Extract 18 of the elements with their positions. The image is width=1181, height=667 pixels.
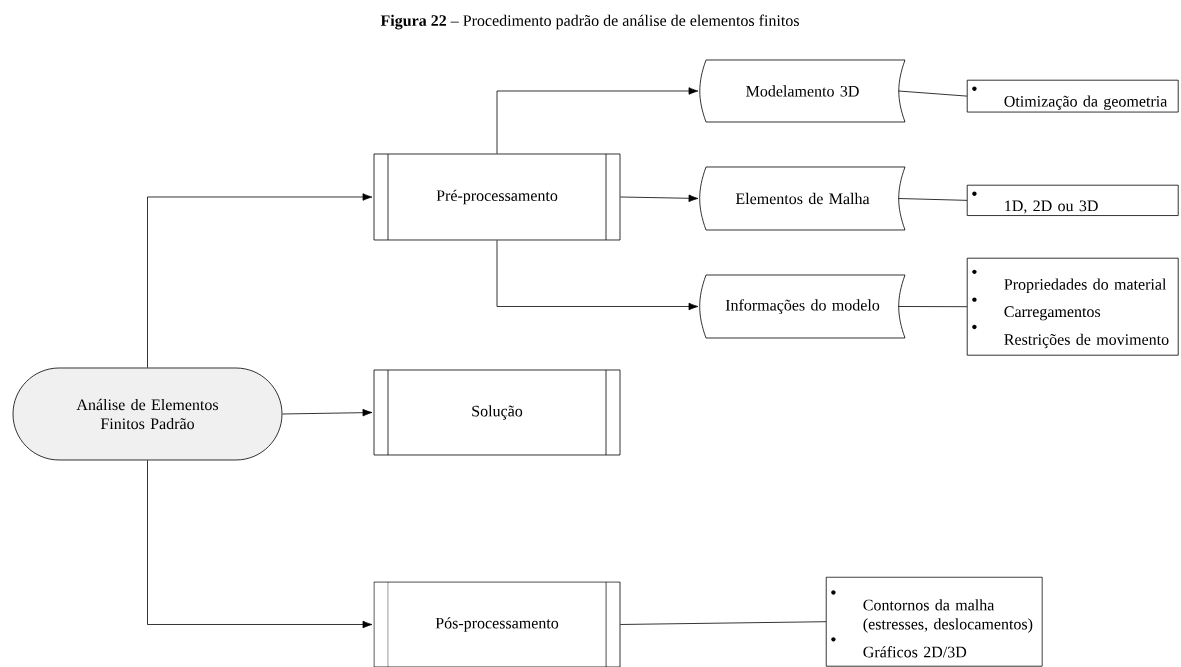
arrow (282, 408, 373, 417)
bullet-list-box: Contornos da malha (estresses, deslocamentos) Gráficos 2D/3D (825, 576, 1043, 667)
arrow (147, 193, 373, 368)
bullet-list-box: Propriedades do material Carregamentos Restrições de movimento (966, 257, 1179, 356)
bullet-list-box: 1D, 2D ou 3D (966, 184, 1179, 216)
process-box: Pré-processamento (373, 153, 621, 241)
connector-line (620, 621, 827, 625)
process-box: Pós-processamento (373, 581, 621, 667)
process-box: Solução (373, 369, 621, 456)
arrow (496, 87, 699, 154)
bullet-list-box: Otimização da geometria (966, 79, 1179, 113)
arrow (496, 240, 699, 311)
connector-line (898, 90, 968, 97)
arrow (147, 460, 373, 629)
figure-title: Figura 22 – Procedimento padrão de análise de elementos finitos (380, 14, 799, 30)
arrow (620, 194, 699, 202)
connector-line (898, 198, 968, 201)
connector-line (898, 306, 968, 308)
